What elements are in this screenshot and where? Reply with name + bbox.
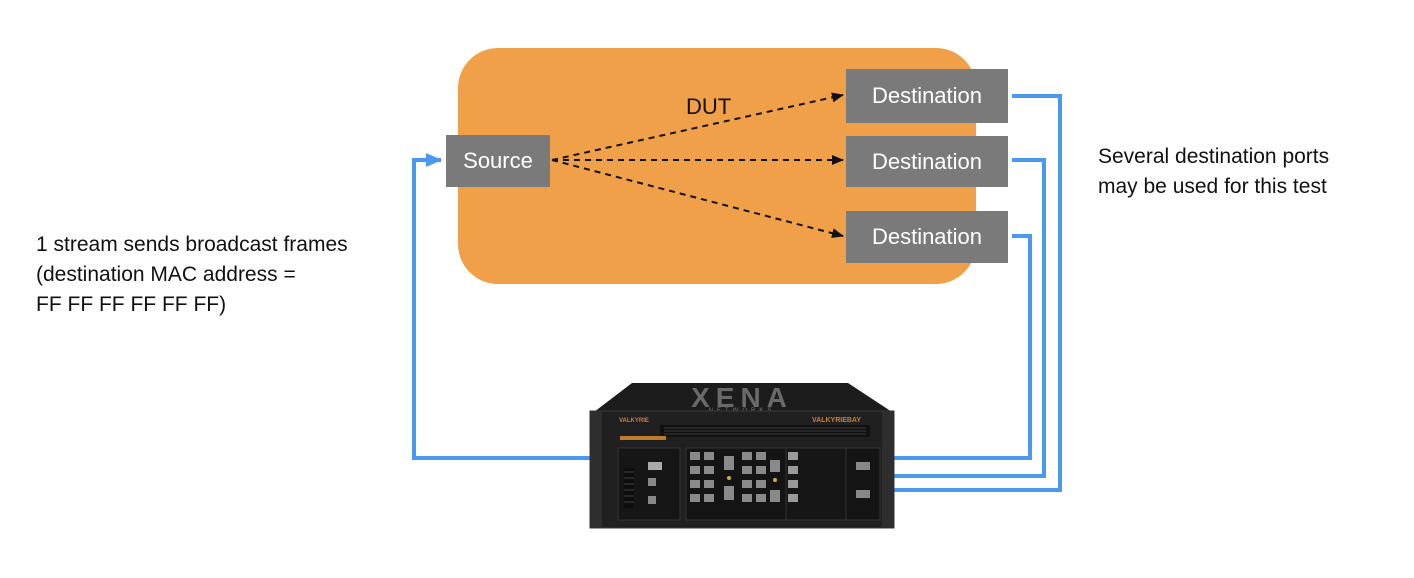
right-note-line-1: Several destination ports <box>1098 145 1330 168</box>
destination-node-1: Destination <box>846 69 1008 123</box>
left-note-line-2: (destination MAC address = <box>36 263 296 286</box>
tester-right-model: VALKYRIEBAY <box>812 417 861 424</box>
tester-brand: XENA <box>691 382 793 413</box>
left-note: 1 stream sends broadcast frames (destina… <box>36 230 348 320</box>
tester-chassis: XENA NETWORKS VALKYRIE VALKYRIEBAY <box>589 382 895 529</box>
link-destination-2-to-tester <box>799 158 1046 483</box>
left-note-line-1: 1 stream sends broadcast frames <box>36 233 348 256</box>
destination-node-3: Destination <box>846 211 1008 263</box>
dut-label: DUT <box>686 94 732 119</box>
arrow-to-destination-1 <box>551 92 844 161</box>
cable-links <box>412 94 1062 497</box>
right-note: Several destination ports may be used fo… <box>1098 142 1329 202</box>
link-destination-3-to-tester <box>799 234 1032 465</box>
dashed-arrows <box>551 92 844 239</box>
destination-node-2: Destination <box>846 136 1008 187</box>
link-destination-1-to-tester <box>799 94 1062 497</box>
source-node: Source <box>446 135 550 187</box>
left-note-line-3: FF FF FF FF FF FF) <box>36 293 227 316</box>
tester-left-model: VALKYRIE <box>619 418 649 424</box>
right-note-line-2: may be used for this test <box>1098 175 1327 198</box>
arrow-to-destination-3 <box>551 159 844 239</box>
link-tester-to-source <box>412 153 686 460</box>
